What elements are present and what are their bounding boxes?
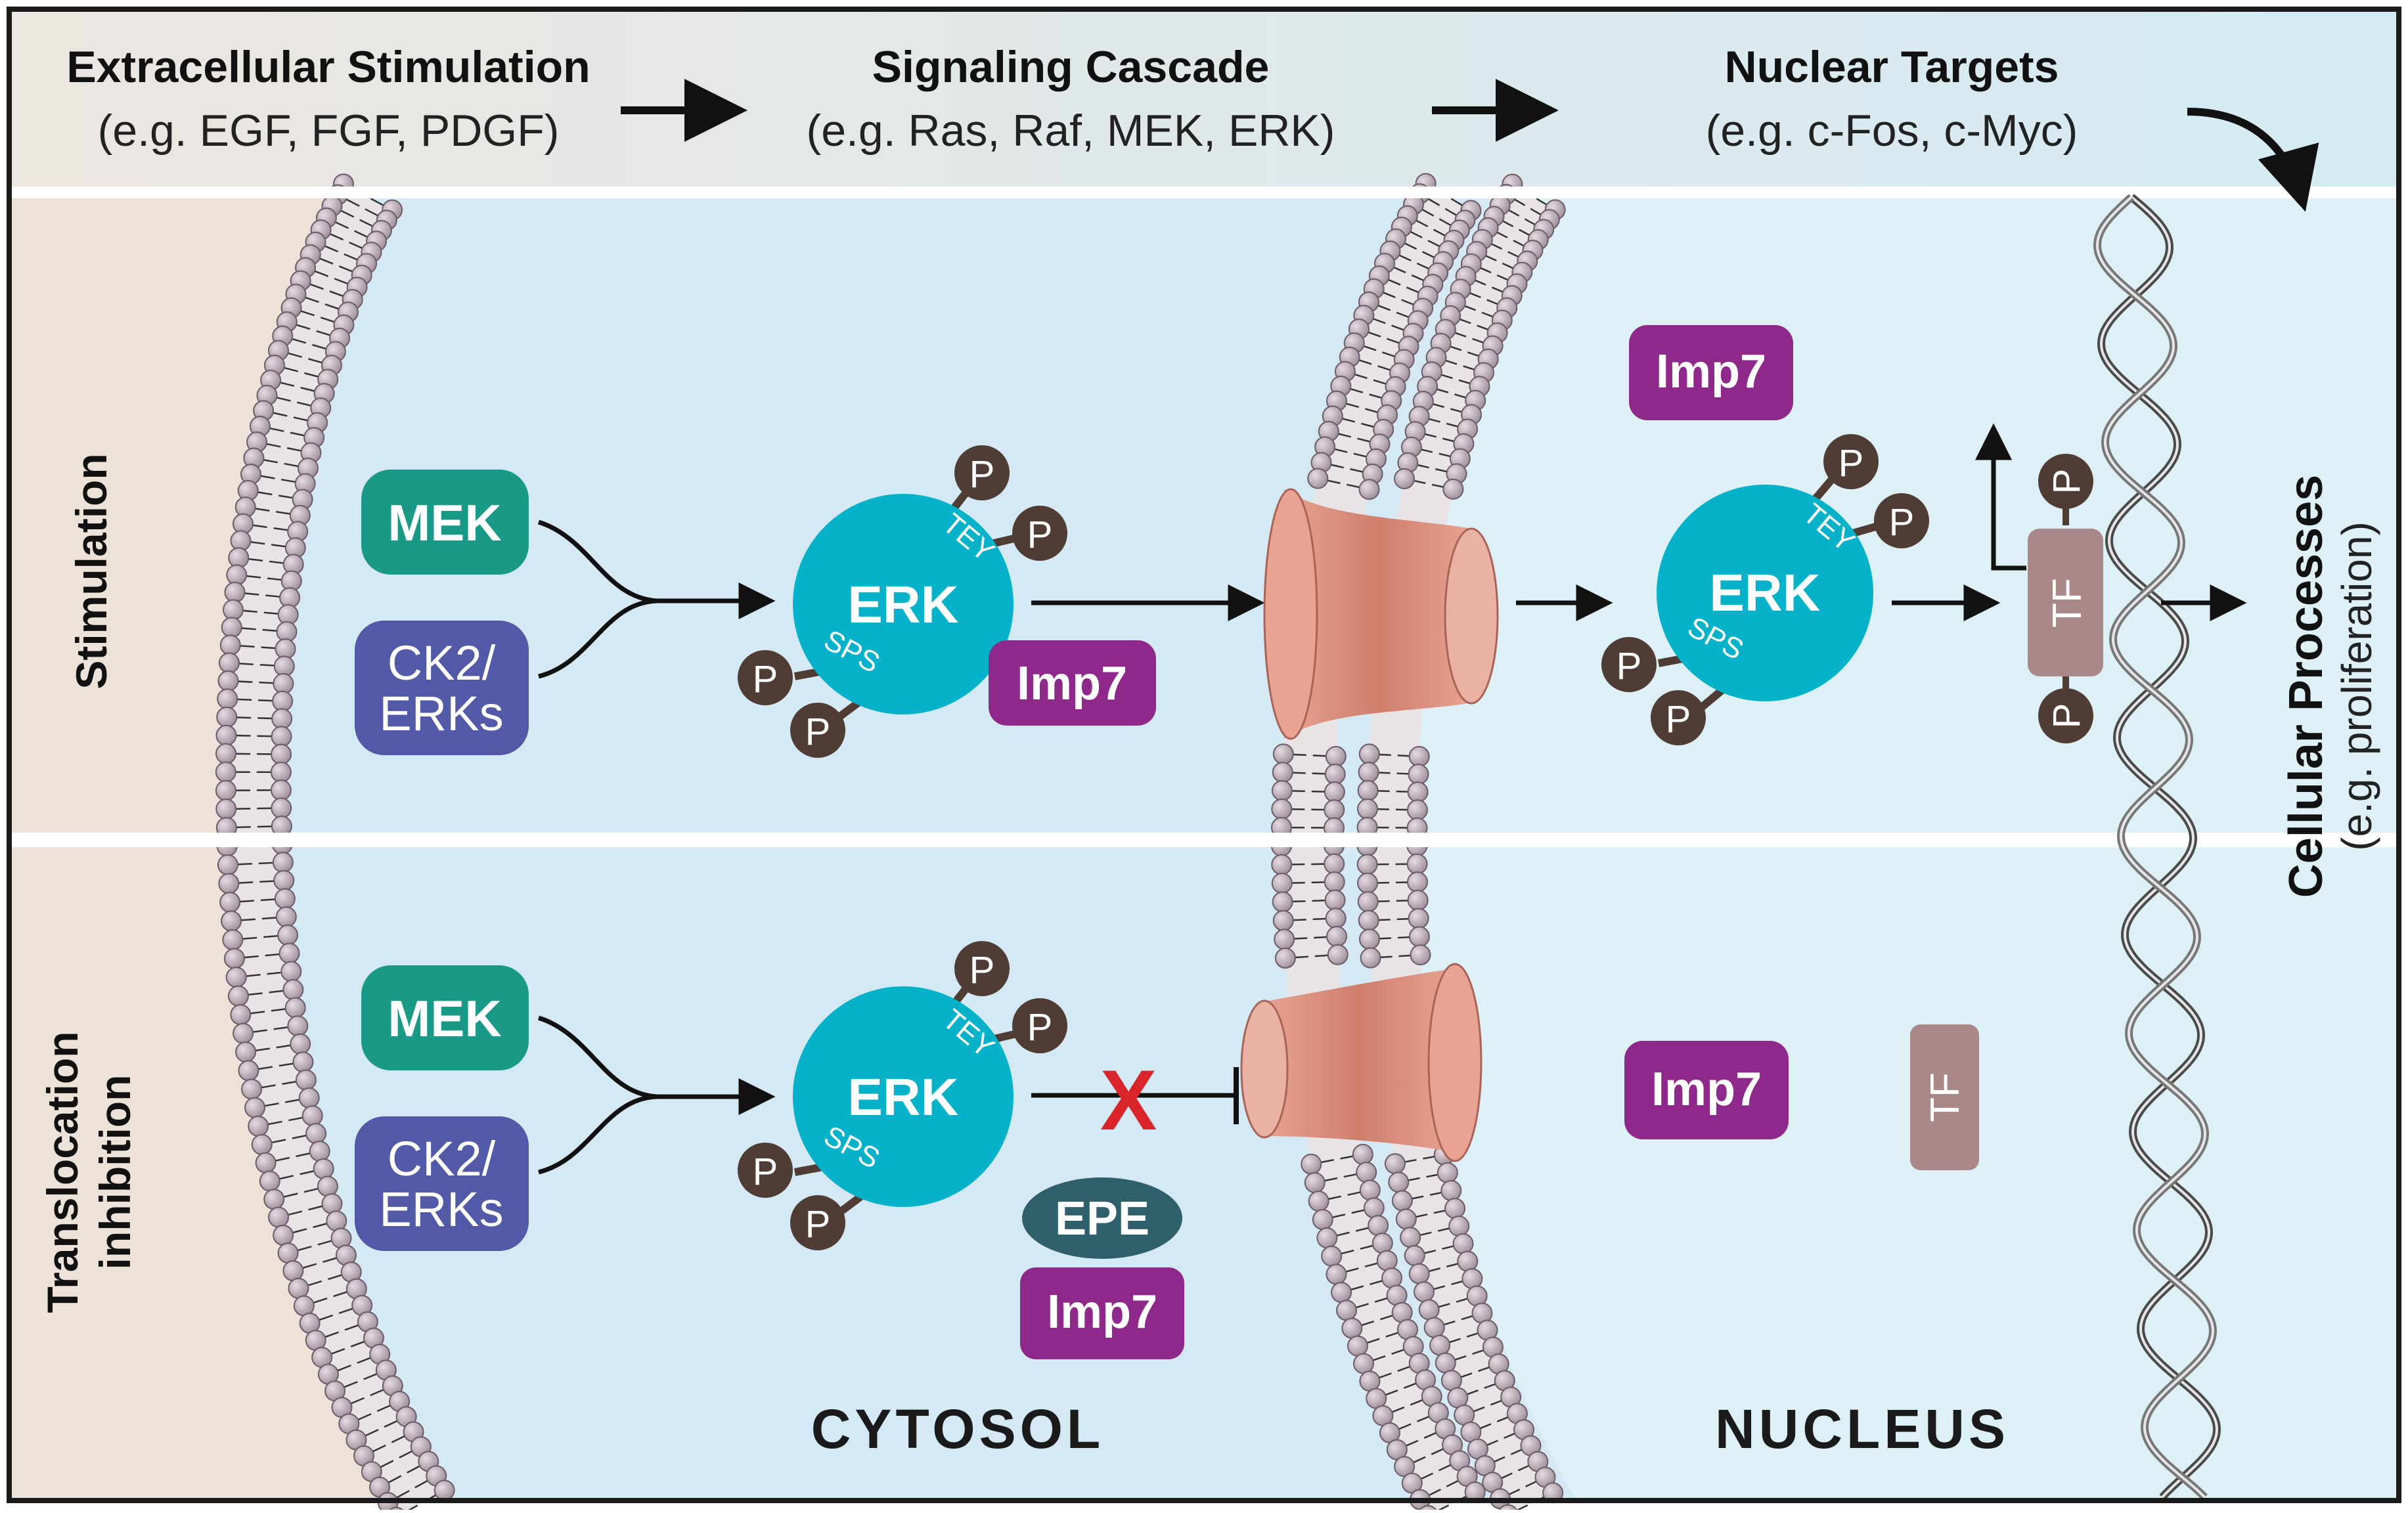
nucleus-region xyxy=(1401,197,2399,1501)
header-extracellular-sub: (e.g. EGF, FGF, PDGF) xyxy=(98,106,560,156)
row-label-translocation: Translocation xyxy=(38,1031,87,1313)
phospho-4-label: P xyxy=(805,711,831,753)
row-separator xyxy=(9,833,2399,847)
n-phospho-4-label: P xyxy=(1666,698,1691,741)
header-cascade-title: Signaling Cascade xyxy=(872,42,1270,92)
phospho-1-label: P xyxy=(970,453,995,496)
imp7-label-bound: Imp7 xyxy=(1047,1286,1157,1338)
erk-label-2: ERK xyxy=(848,1068,959,1126)
ck2-label-2: CK2/ xyxy=(388,1131,496,1186)
header-cascade-sub: (e.g. Ras, Raf, MEK, ERK) xyxy=(807,106,1335,156)
cellular-processes-sub: (e.g. proliferation) xyxy=(2333,521,2380,851)
header-targets-title: Nuclear Targets xyxy=(1725,42,2059,92)
row-label-inhibition: inhibition xyxy=(91,1075,139,1270)
tf-label-bottom: TF xyxy=(1923,1072,1968,1122)
header-extracellular-title: Extracellular Stimulation xyxy=(66,42,590,92)
tf-label-top: TF xyxy=(2045,578,2090,628)
mek-label: MEK xyxy=(388,494,501,552)
tf-phospho-bottom-label: P xyxy=(2045,703,2088,729)
imp7-label-nucleus: Imp7 xyxy=(1656,345,1766,398)
phospho-3-label: P xyxy=(753,658,778,701)
phospho-2b-label: P xyxy=(1027,1006,1053,1049)
imp7-label-cytosol: Imp7 xyxy=(1017,657,1127,710)
erk-label-nucleus: ERK xyxy=(1710,563,1821,622)
header-separator xyxy=(9,186,2399,198)
cellular-processes-title: Cellular Processes xyxy=(2280,475,2332,898)
phospho-4b-label: P xyxy=(805,1203,831,1246)
mek-label-2: MEK xyxy=(388,990,501,1047)
n-phospho-1-label: P xyxy=(1839,442,1864,485)
erks-label: ERKs xyxy=(379,686,503,741)
header-band xyxy=(9,9,2399,186)
n-phospho-3-label: P xyxy=(1616,645,1642,688)
erk-label: ERK xyxy=(848,575,959,634)
cytosol-label: CYTOSOL xyxy=(811,1398,1105,1460)
ck2-label: CK2/ xyxy=(388,636,496,690)
block-mark: X xyxy=(1100,1052,1157,1148)
n-phospho-2-label: P xyxy=(1889,501,1915,544)
tf-phospho-top-label: P xyxy=(2045,469,2088,494)
row-label-stimulation: Stimulation xyxy=(67,453,116,689)
phospho-2-label: P xyxy=(1027,514,1053,556)
epe-label: EPE xyxy=(1055,1193,1149,1245)
erks-label-2: ERKs xyxy=(379,1182,503,1237)
header-targets-sub: (e.g. c-Fos, c-Myc) xyxy=(1706,106,2078,156)
nucleus-label: NUCLEUS xyxy=(1715,1398,2009,1460)
imp7-label-nucleus-2: Imp7 xyxy=(1651,1063,1762,1116)
phospho-1b-label: P xyxy=(970,949,995,992)
phospho-3b-label: P xyxy=(753,1151,778,1193)
